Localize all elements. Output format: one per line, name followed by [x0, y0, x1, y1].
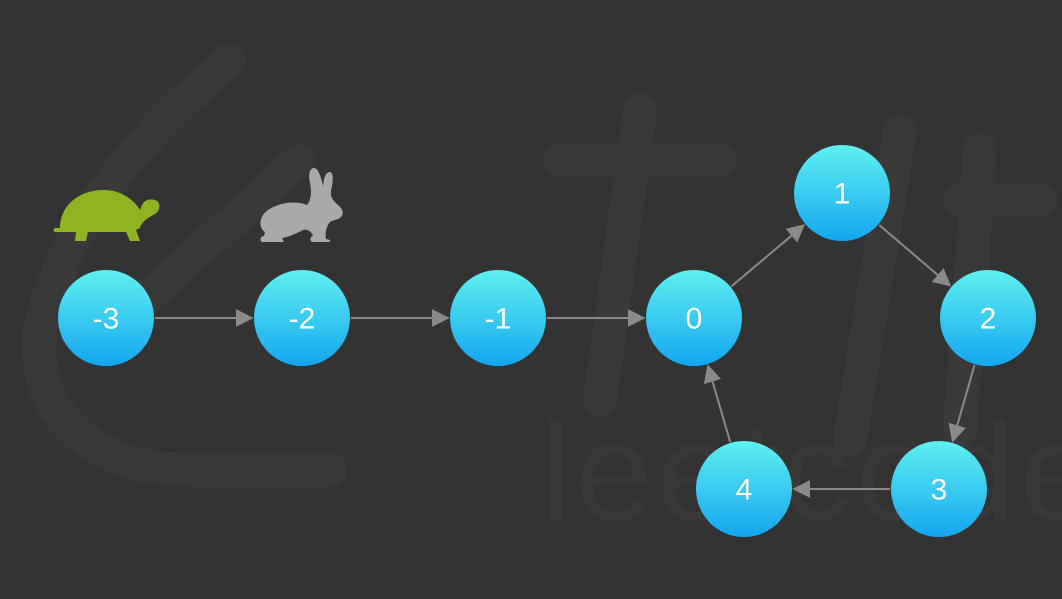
tortoise-icon — [53, 190, 160, 241]
node-circle — [58, 270, 154, 366]
edge-0-to-1 — [730, 224, 806, 288]
leetcode-watermark-text: leetcode — [540, 393, 1062, 550]
node-2: 2 — [940, 270, 1036, 366]
nodes: -3 -2 -1 0 1 2 3 4 — [58, 145, 1036, 537]
node-circle — [891, 441, 987, 537]
node-label: 1 — [834, 178, 851, 211]
hare-icon — [260, 168, 343, 242]
node-label: 0 — [686, 303, 703, 336]
svg-text:leetcode: leetcode — [540, 393, 1062, 550]
leetcode-watermark — [22, 43, 1057, 487]
node-label: -3 — [93, 303, 120, 336]
node-circle — [254, 270, 350, 366]
node-circle — [696, 441, 792, 537]
node-label: 4 — [736, 474, 753, 507]
edge-2-to-3 — [948, 364, 976, 443]
edges — [155, 224, 976, 498]
node-label: 3 — [931, 474, 948, 507]
node-4: 4 — [696, 441, 792, 537]
node-circle — [794, 145, 890, 241]
node--1: -1 — [450, 270, 546, 366]
edge-1-to-2 — [878, 224, 952, 287]
node-0: 0 — [646, 270, 742, 366]
node--2: -2 — [254, 270, 350, 366]
node-1: 1 — [794, 145, 890, 241]
node-3: 3 — [891, 441, 987, 537]
node-label: -1 — [485, 303, 512, 336]
node--3: -3 — [58, 270, 154, 366]
node-label: -2 — [289, 303, 316, 336]
node-circle — [646, 270, 742, 366]
edge-4-to-0 — [703, 364, 732, 443]
node-label: 2 — [980, 303, 997, 336]
node-circle — [450, 270, 546, 366]
node-circle — [940, 270, 1036, 366]
